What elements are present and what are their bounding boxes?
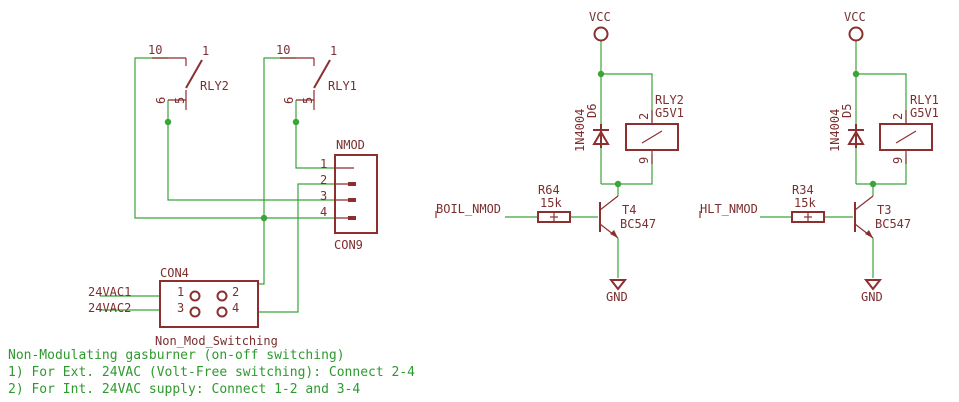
wires-left [100, 57, 334, 313]
ground-symbol-a: GND [606, 279, 628, 304]
con9-pin-1-label: 1 [320, 157, 327, 171]
con4-name-label: CON4 [160, 266, 189, 280]
resistor-r64-value: 15k [540, 196, 562, 210]
transistor-t3-ref: T3 [877, 203, 891, 217]
resistor-r64: R64 15k [537, 183, 571, 223]
relay-coil-rly1-ref: RLY1 [910, 93, 939, 107]
relay-contact-rly2: 10 1 6 5 RLY2 [148, 43, 229, 110]
relay-coil-rly1-pin9: 9 [891, 157, 905, 164]
diode-d5-ref: D5 [840, 104, 854, 118]
diode-d5-type: 1N4004 [828, 109, 842, 152]
vcc-label-b: VCC [844, 10, 866, 24]
con9-pin-3-label: 3 [320, 189, 327, 203]
diode-d6-type: 1N4004 [573, 109, 587, 152]
relay-coil-rly2-ref: RLY2 [655, 93, 684, 107]
diode-d6: 1N4004 D6 [573, 104, 610, 152]
relay-coil-rly2-pin9: 9 [637, 157, 651, 164]
diode-d6-ref: D6 [585, 104, 599, 118]
rly1-pin5-label: 5 [301, 97, 315, 104]
relay-coil-rly1-value: G5V1 [910, 106, 939, 120]
con9-pin-4-label: 4 [320, 205, 327, 219]
gnd-label-b: GND [861, 290, 883, 304]
relay-coil-rly1-pin2: 2 [891, 113, 905, 120]
net-label-hlt-nmod: HLT_NMOD [700, 202, 758, 216]
con9-title-label: NMOD [336, 138, 365, 152]
diode-d5: 1N4004 D5 [828, 104, 865, 152]
connector-con9: NMOD CON9 1 2 3 4 [320, 138, 378, 252]
rly2-pin10-label: 10 [148, 43, 162, 57]
driver-circuit-hlt: VCC 1N4004 D5 RLY1 G5V1 2 9 HLT_NMOD [699, 10, 939, 304]
relay-contact-rly1: 10 1 6 5 RLY1 [276, 43, 357, 110]
note-line-3: 2) For Int. 24VAC supply: Connect 1-2 an… [8, 382, 360, 397]
rly2-pin1-label: 1 [202, 44, 209, 58]
junction-dot [260, 214, 268, 222]
note-line-2: 1) For Ext. 24VAC (Volt-Free switching):… [8, 365, 415, 380]
vcc-label-a: VCC [589, 10, 611, 24]
con4-pin-3-label: 3 [177, 301, 184, 315]
resistor-r34-ref: R34 [792, 183, 814, 197]
resistor-r64-ref: R64 [538, 183, 560, 197]
driver-circuit-boil: VCC 1N4004 D6 RLY2 G5V1 2 9 BOIL_NMOD [435, 10, 684, 304]
resistor-r34-value: 15k [794, 196, 816, 210]
relay-coil-rly2: RLY2 G5V1 2 9 [625, 93, 684, 164]
gnd-label-a: GND [606, 290, 628, 304]
rly2-pin5-label: 5 [173, 97, 187, 104]
transistor-t3: T3 BC547 [854, 195, 911, 278]
con4-net-24vac1: 24VAC1 [88, 285, 131, 299]
rly1-pin1-label: 1 [330, 44, 337, 58]
notes-block: Non-Modulating gasburner (on-off switchi… [8, 348, 415, 397]
con4-net-24vac2: 24VAC2 [88, 301, 131, 315]
net-label-boil-nmod: BOIL_NMOD [436, 202, 501, 216]
con4-pin-4-label: 4 [232, 301, 239, 315]
transistor-t4-ref: T4 [622, 203, 636, 217]
rly1-name-label: RLY1 [328, 79, 357, 93]
rly1-pin10-label: 10 [276, 43, 290, 57]
relay-coil-rly1: RLY1 G5V1 2 9 [879, 93, 939, 164]
junction-dot [292, 118, 300, 126]
rly2-name-label: RLY2 [200, 79, 229, 93]
con9-name-label: CON9 [334, 238, 363, 252]
con9-pin-2-label: 2 [320, 173, 327, 187]
transistor-t4-value: BC547 [620, 217, 656, 231]
rly1-pin6-label: 6 [282, 97, 296, 104]
rly2-pin6-label: 6 [154, 97, 168, 104]
relay-coil-rly2-value: G5V1 [655, 106, 684, 120]
transistor-t3-value: BC547 [875, 217, 911, 231]
ground-symbol-b: GND [861, 279, 883, 304]
con4-pin-1-label: 1 [177, 285, 184, 299]
con4-pin-2-label: 2 [232, 285, 239, 299]
note-line-1: Non-Modulating gasburner (on-off switchi… [8, 348, 345, 363]
junction-dot [164, 118, 172, 126]
transistor-t4: T4 BC547 [599, 195, 656, 278]
resistor-r34: R34 15k [791, 183, 825, 223]
con4-value-label: Non_Mod_Switching [155, 334, 278, 348]
relay-coil-rly2-pin2: 2 [637, 113, 651, 120]
connector-con4: CON4 24VAC1 24VAC2 1 2 3 4 Non_Mod_Switc… [88, 266, 278, 348]
